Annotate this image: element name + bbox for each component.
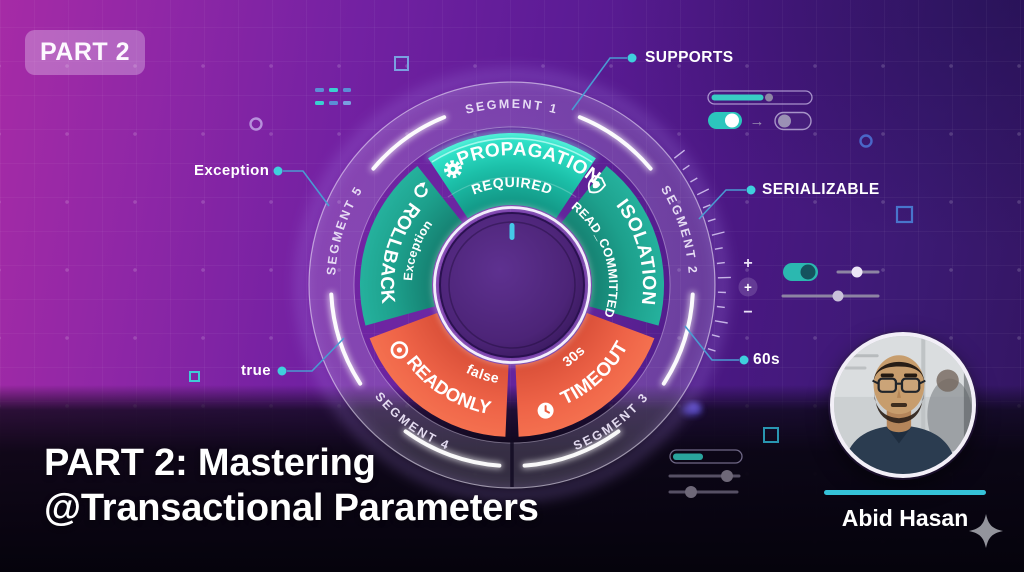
tick-mark [707,348,716,352]
slider-right-1[interactable] [836,266,880,278]
author-underline [824,490,986,495]
slider-handle[interactable] [851,266,863,278]
video-title: PART 2: Mastering @Transactional Paramet… [44,441,539,531]
callout-timeout-value: 60s [753,351,781,368]
tick-mark [696,188,710,196]
knob-ring-glow [432,205,592,365]
slider-handle[interactable] [721,470,733,482]
wedge-rollback[interactable] [359,166,463,326]
slider-right-2[interactable] [781,290,880,302]
tick-mark [714,320,728,324]
title-line-2: @Transactional Parameters [44,487,539,529]
progress-fill [711,94,764,101]
wedge-propagation-glow [427,131,597,160]
tick-mark [716,305,725,309]
tick-mark [690,177,698,183]
minus-glyph: − [743,304,752,321]
tick-mark [682,164,690,171]
slider-handle[interactable] [685,486,697,498]
circle-outline-decoration [859,134,873,148]
plus-glyph: + [743,255,752,272]
progress-pill [707,90,813,105]
callout-lines [283,57,746,372]
toggle-on-right[interactable] [783,263,818,281]
gear-icon [444,160,462,179]
shield-icon [587,174,607,194]
knob[interactable] [439,212,585,358]
callout-readonly-value: true [241,362,271,379]
square-outline-decoration [189,371,200,382]
callout-serializable: SERIALIZABLE [762,181,880,198]
square-outline-decoration [763,427,779,443]
author-avatar [830,332,976,478]
tick-mark [702,204,711,209]
zoom-in-button[interactable]: + [738,277,758,297]
segment-value-propagation: REQUIRED [469,174,555,198]
callout-dots [273,53,756,376]
wedge-propagation-edge [431,137,593,163]
dash-marks-decoration [315,88,351,105]
wedge-propagation-seam [447,176,577,198]
ring-glow-arcs [328,114,696,469]
tick-marks [673,149,731,352]
clock-icon [537,402,554,419]
toggle-off-top[interactable] [774,111,812,131]
part-badge: PART 2 [25,30,145,75]
title-line-1: PART 2: Mastering [44,442,376,484]
tick-mark [716,261,725,265]
dial-halo [294,67,730,503]
knob-indicator [509,223,515,240]
author-portrait [834,336,972,474]
wedge-isolation[interactable] [561,166,665,326]
slider-handle[interactable] [832,290,844,302]
callout-rollback-value: Exception [194,162,270,179]
wedge-propagation[interactable] [428,132,596,219]
tick-mark [714,247,723,250]
rollback-arrow-icon [414,182,428,198]
square-outline-decoration [394,56,409,71]
tick-mark [707,218,716,222]
knob-inner-edge [448,221,576,349]
circle-outline-decoration [249,117,263,131]
dial-outer-edge [308,81,716,489]
progress-pill-bottom [669,449,743,464]
eye-icon [390,341,409,359]
slider-bottom-2[interactable] [668,486,739,498]
svg-text:+: + [744,280,752,295]
callout-supports: SUPPORTS [645,49,734,66]
toggle-on-top[interactable] [708,112,742,129]
square-outline-decoration [895,205,914,224]
tick-mark [711,231,725,236]
sparkle-icon [969,514,1003,548]
author-name: Abid Hasan [841,505,969,531]
tick-mark [711,334,720,338]
arrow-icon: → [750,113,765,130]
progress-dot [765,93,773,102]
transactional-dial: SEGMENT 1 SEGMENT 2 SEGMENT 3 SEGMENT 4 … [294,67,731,503]
slider-bottom-1[interactable] [668,470,741,482]
tick-mark [673,149,686,159]
